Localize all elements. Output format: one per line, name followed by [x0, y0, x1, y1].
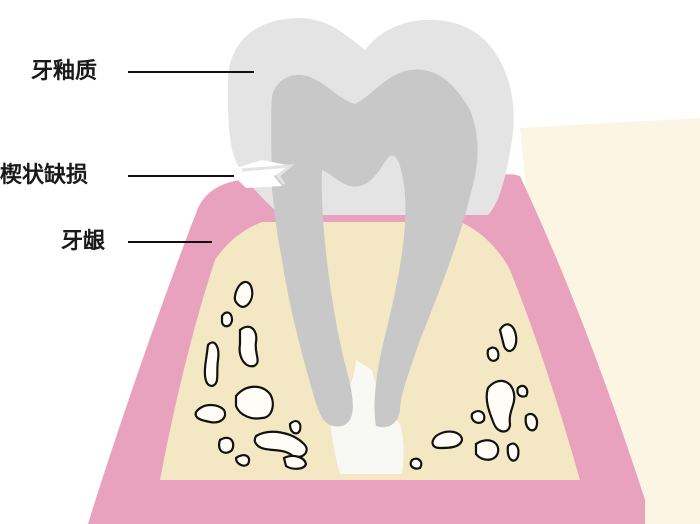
wedge-defect-edge	[241, 164, 295, 185]
marrow-space	[234, 454, 251, 467]
marrow-space	[233, 280, 254, 308]
marrow-space	[524, 412, 539, 432]
marrow-space	[431, 430, 464, 450]
marrow-space	[282, 454, 308, 470]
tooth-dentin-roots	[271, 69, 478, 428]
marrow-space	[234, 385, 274, 420]
marrow-space	[506, 442, 520, 462]
label-enamel: 牙釉质	[31, 59, 98, 84]
marrow-space	[288, 420, 302, 435]
furcation-space	[330, 360, 404, 474]
marrow-space	[203, 341, 220, 388]
marrow-space	[470, 410, 486, 424]
marrow-space	[485, 379, 516, 433]
label-gum: 牙龈	[61, 229, 106, 254]
marrow-space	[486, 346, 500, 362]
marrow-space	[253, 430, 308, 459]
marrow-space	[194, 403, 227, 424]
marrow-space	[474, 439, 500, 461]
marrow-space	[516, 384, 529, 398]
marrow-space	[220, 311, 234, 328]
marrow-space	[498, 323, 518, 353]
bone-marrow-spaces	[194, 280, 539, 470]
marrow-space	[218, 436, 235, 454]
label-wedge-defect: 楔状缺损	[0, 163, 89, 188]
marrow-space	[409, 457, 423, 470]
marrow-space	[238, 325, 259, 368]
